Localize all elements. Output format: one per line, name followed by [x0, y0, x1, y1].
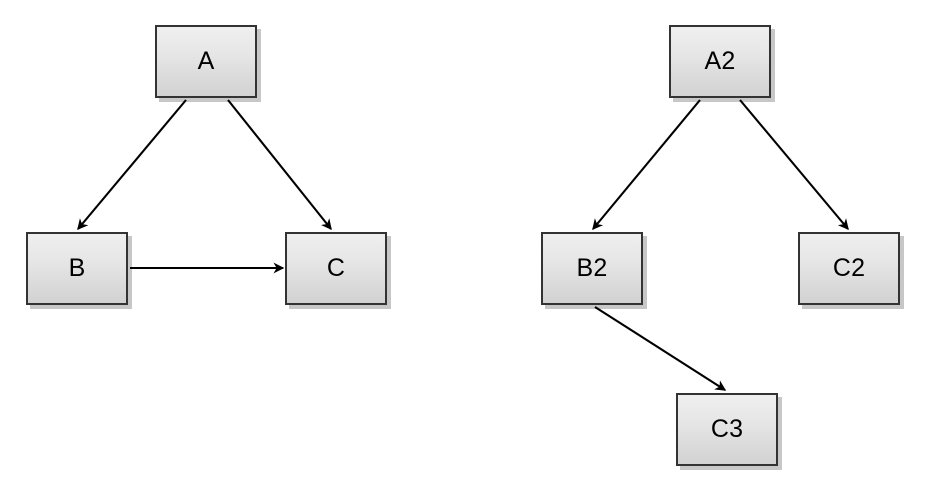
- node-c-label: C: [326, 254, 346, 282]
- edge-b2-to-c3: [594, 306, 725, 391]
- node-c2[interactable]: C2: [798, 232, 900, 305]
- node-a2-label: A2: [704, 47, 736, 75]
- node-c3[interactable]: C3: [676, 393, 778, 466]
- edge-a2-to-b2: [593, 99, 701, 229]
- node-c3-label: C3: [710, 415, 744, 443]
- node-a2[interactable]: A2: [669, 25, 771, 98]
- edge-a2-to-c2: [739, 99, 848, 229]
- node-b2-label: B2: [576, 254, 608, 282]
- node-c2-label: C2: [832, 254, 866, 282]
- node-c[interactable]: C: [285, 232, 387, 305]
- node-b-label: B: [68, 254, 86, 282]
- edge-a-to-c: [227, 99, 331, 229]
- node-a-label: A: [197, 47, 215, 75]
- edge-a-to-b: [78, 99, 187, 229]
- node-b2[interactable]: B2: [541, 232, 643, 305]
- node-a[interactable]: A: [155, 25, 257, 98]
- node-b[interactable]: B: [26, 232, 128, 305]
